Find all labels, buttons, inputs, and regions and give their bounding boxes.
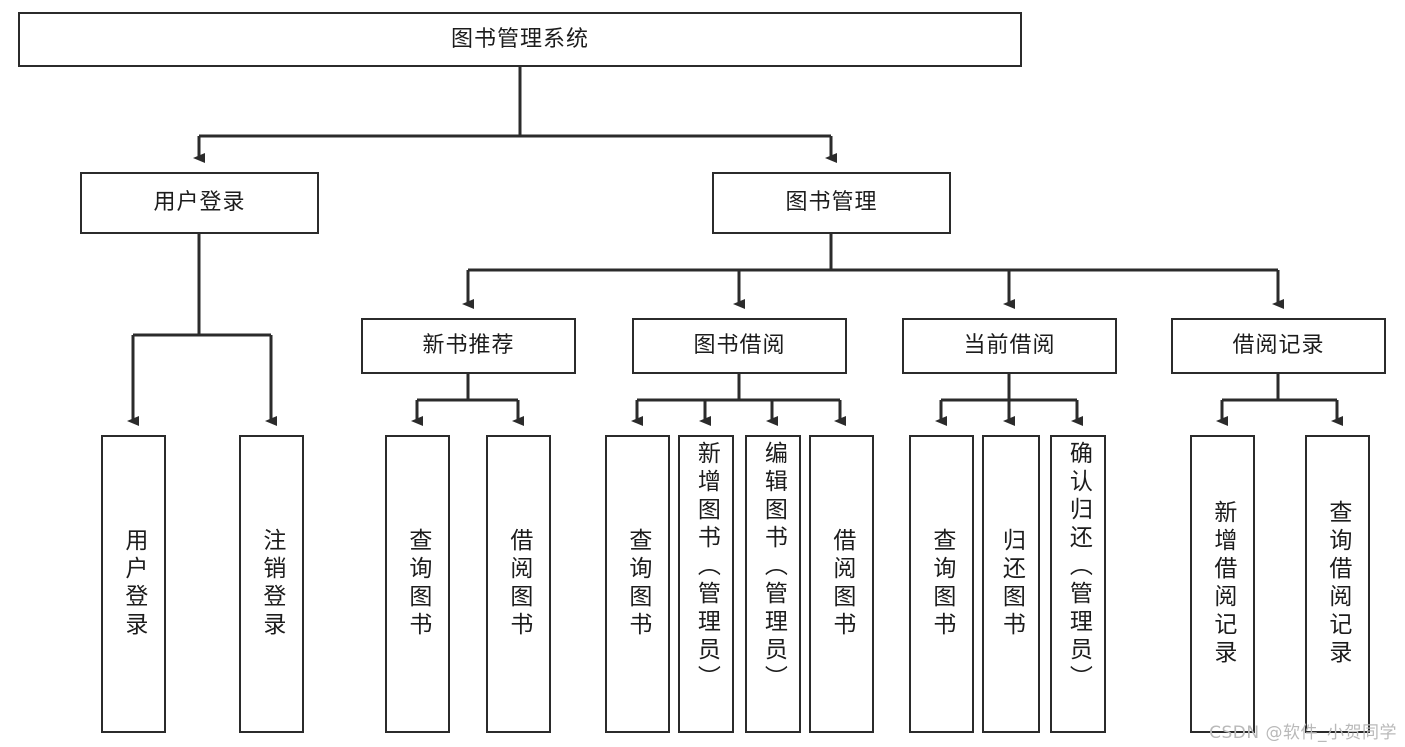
node-leaf-edit-book-label: 编辑图书（管理员） <box>760 441 787 693</box>
node-new-book-recommend-label: 新书推荐 <box>422 333 515 359</box>
node-book-manage[interactable]: 图书管理 <box>712 172 951 234</box>
node-leaf-borrow-book-1-label: 借阅图书 <box>505 528 532 640</box>
node-leaf-return-book[interactable]: 归还图书 <box>982 435 1040 733</box>
node-new-book-recommend[interactable]: 新书推荐 <box>361 318 576 374</box>
node-leaf-logout-login-label: 注销登录 <box>258 528 285 640</box>
node-current-borrow-label: 当前借阅 <box>963 333 1056 359</box>
node-leaf-borrow-book-2[interactable]: 借阅图书 <box>809 435 874 733</box>
node-user-login[interactable]: 用户登录 <box>80 172 319 234</box>
node-leaf-user-login[interactable]: 用户登录 <box>101 435 166 733</box>
node-current-borrow[interactable]: 当前借阅 <box>902 318 1117 374</box>
node-root[interactable]: 图书管理系统 <box>18 12 1022 67</box>
node-leaf-query-record[interactable]: 查询借阅记录 <box>1305 435 1370 733</box>
node-leaf-query-book-1[interactable]: 查询图书 <box>385 435 450 733</box>
node-leaf-query-book-3-label: 查询图书 <box>928 528 955 640</box>
node-leaf-confirm-return[interactable]: 确认归还（管理员） <box>1050 435 1106 733</box>
node-leaf-confirm-return-label: 确认归还（管理员） <box>1065 441 1092 693</box>
node-leaf-query-book-2-label: 查询图书 <box>624 528 651 640</box>
node-book-manage-label: 图书管理 <box>785 190 878 216</box>
node-book-borrow[interactable]: 图书借阅 <box>632 318 847 374</box>
node-leaf-user-login-label: 用户登录 <box>120 528 147 640</box>
node-leaf-borrow-book-1[interactable]: 借阅图书 <box>486 435 551 733</box>
watermark-text: CSDN @软件_小贺同学 <box>1209 723 1397 743</box>
node-leaf-add-record-label: 新增借阅记录 <box>1209 500 1236 668</box>
node-root-label: 图书管理系统 <box>450 26 589 52</box>
node-user-login-label: 用户登录 <box>153 190 246 216</box>
node-leaf-add-book-label: 新增图书（管理员） <box>693 441 720 693</box>
node-leaf-query-book-3[interactable]: 查询图书 <box>909 435 974 733</box>
node-leaf-query-book-1-label: 查询图书 <box>404 528 431 640</box>
node-leaf-return-book-label: 归还图书 <box>998 528 1025 640</box>
node-book-borrow-label: 图书借阅 <box>693 333 786 359</box>
node-leaf-add-record[interactable]: 新增借阅记录 <box>1190 435 1255 733</box>
node-borrow-record-label: 借阅记录 <box>1232 333 1325 359</box>
node-leaf-query-book-2[interactable]: 查询图书 <box>605 435 670 733</box>
node-leaf-query-record-label: 查询借阅记录 <box>1324 500 1351 668</box>
node-leaf-borrow-book-2-label: 借阅图书 <box>828 528 855 640</box>
node-leaf-edit-book[interactable]: 编辑图书（管理员） <box>745 435 801 733</box>
node-leaf-logout-login[interactable]: 注销登录 <box>239 435 304 733</box>
node-leaf-add-book[interactable]: 新增图书（管理员） <box>678 435 734 733</box>
node-borrow-record[interactable]: 借阅记录 <box>1171 318 1386 374</box>
